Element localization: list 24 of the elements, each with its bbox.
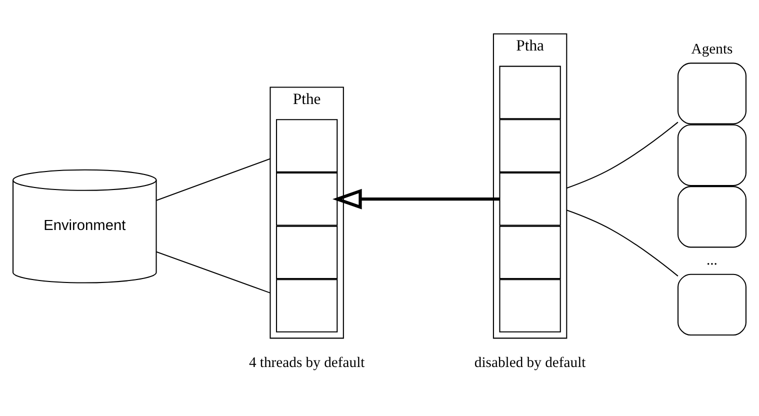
node-box [499, 66, 561, 120]
node-box [499, 172, 561, 226]
node-box [276, 119, 338, 172]
node-box [499, 119, 561, 172]
node-box [677, 62, 746, 124]
node-box [276, 279, 338, 332]
node-box [276, 172, 338, 226]
arrow [332, 188, 500, 210]
connector [566, 210, 678, 276]
node-box [677, 124, 746, 186]
node-box [499, 279, 561, 332]
label: Agents [691, 41, 733, 58]
label: ... [706, 252, 718, 269]
node-box [499, 226, 561, 280]
connector [156, 158, 270, 201]
cluster: Ptha [492, 33, 568, 339]
node-box [276, 226, 338, 280]
connector [156, 251, 270, 294]
node-label: 4 threads by default [248, 355, 365, 372]
node-box [677, 274, 746, 336]
cluster: Pthe [270, 86, 344, 339]
node-label: disabled by default [474, 355, 586, 372]
node-box [677, 186, 746, 248]
connector [566, 122, 678, 189]
